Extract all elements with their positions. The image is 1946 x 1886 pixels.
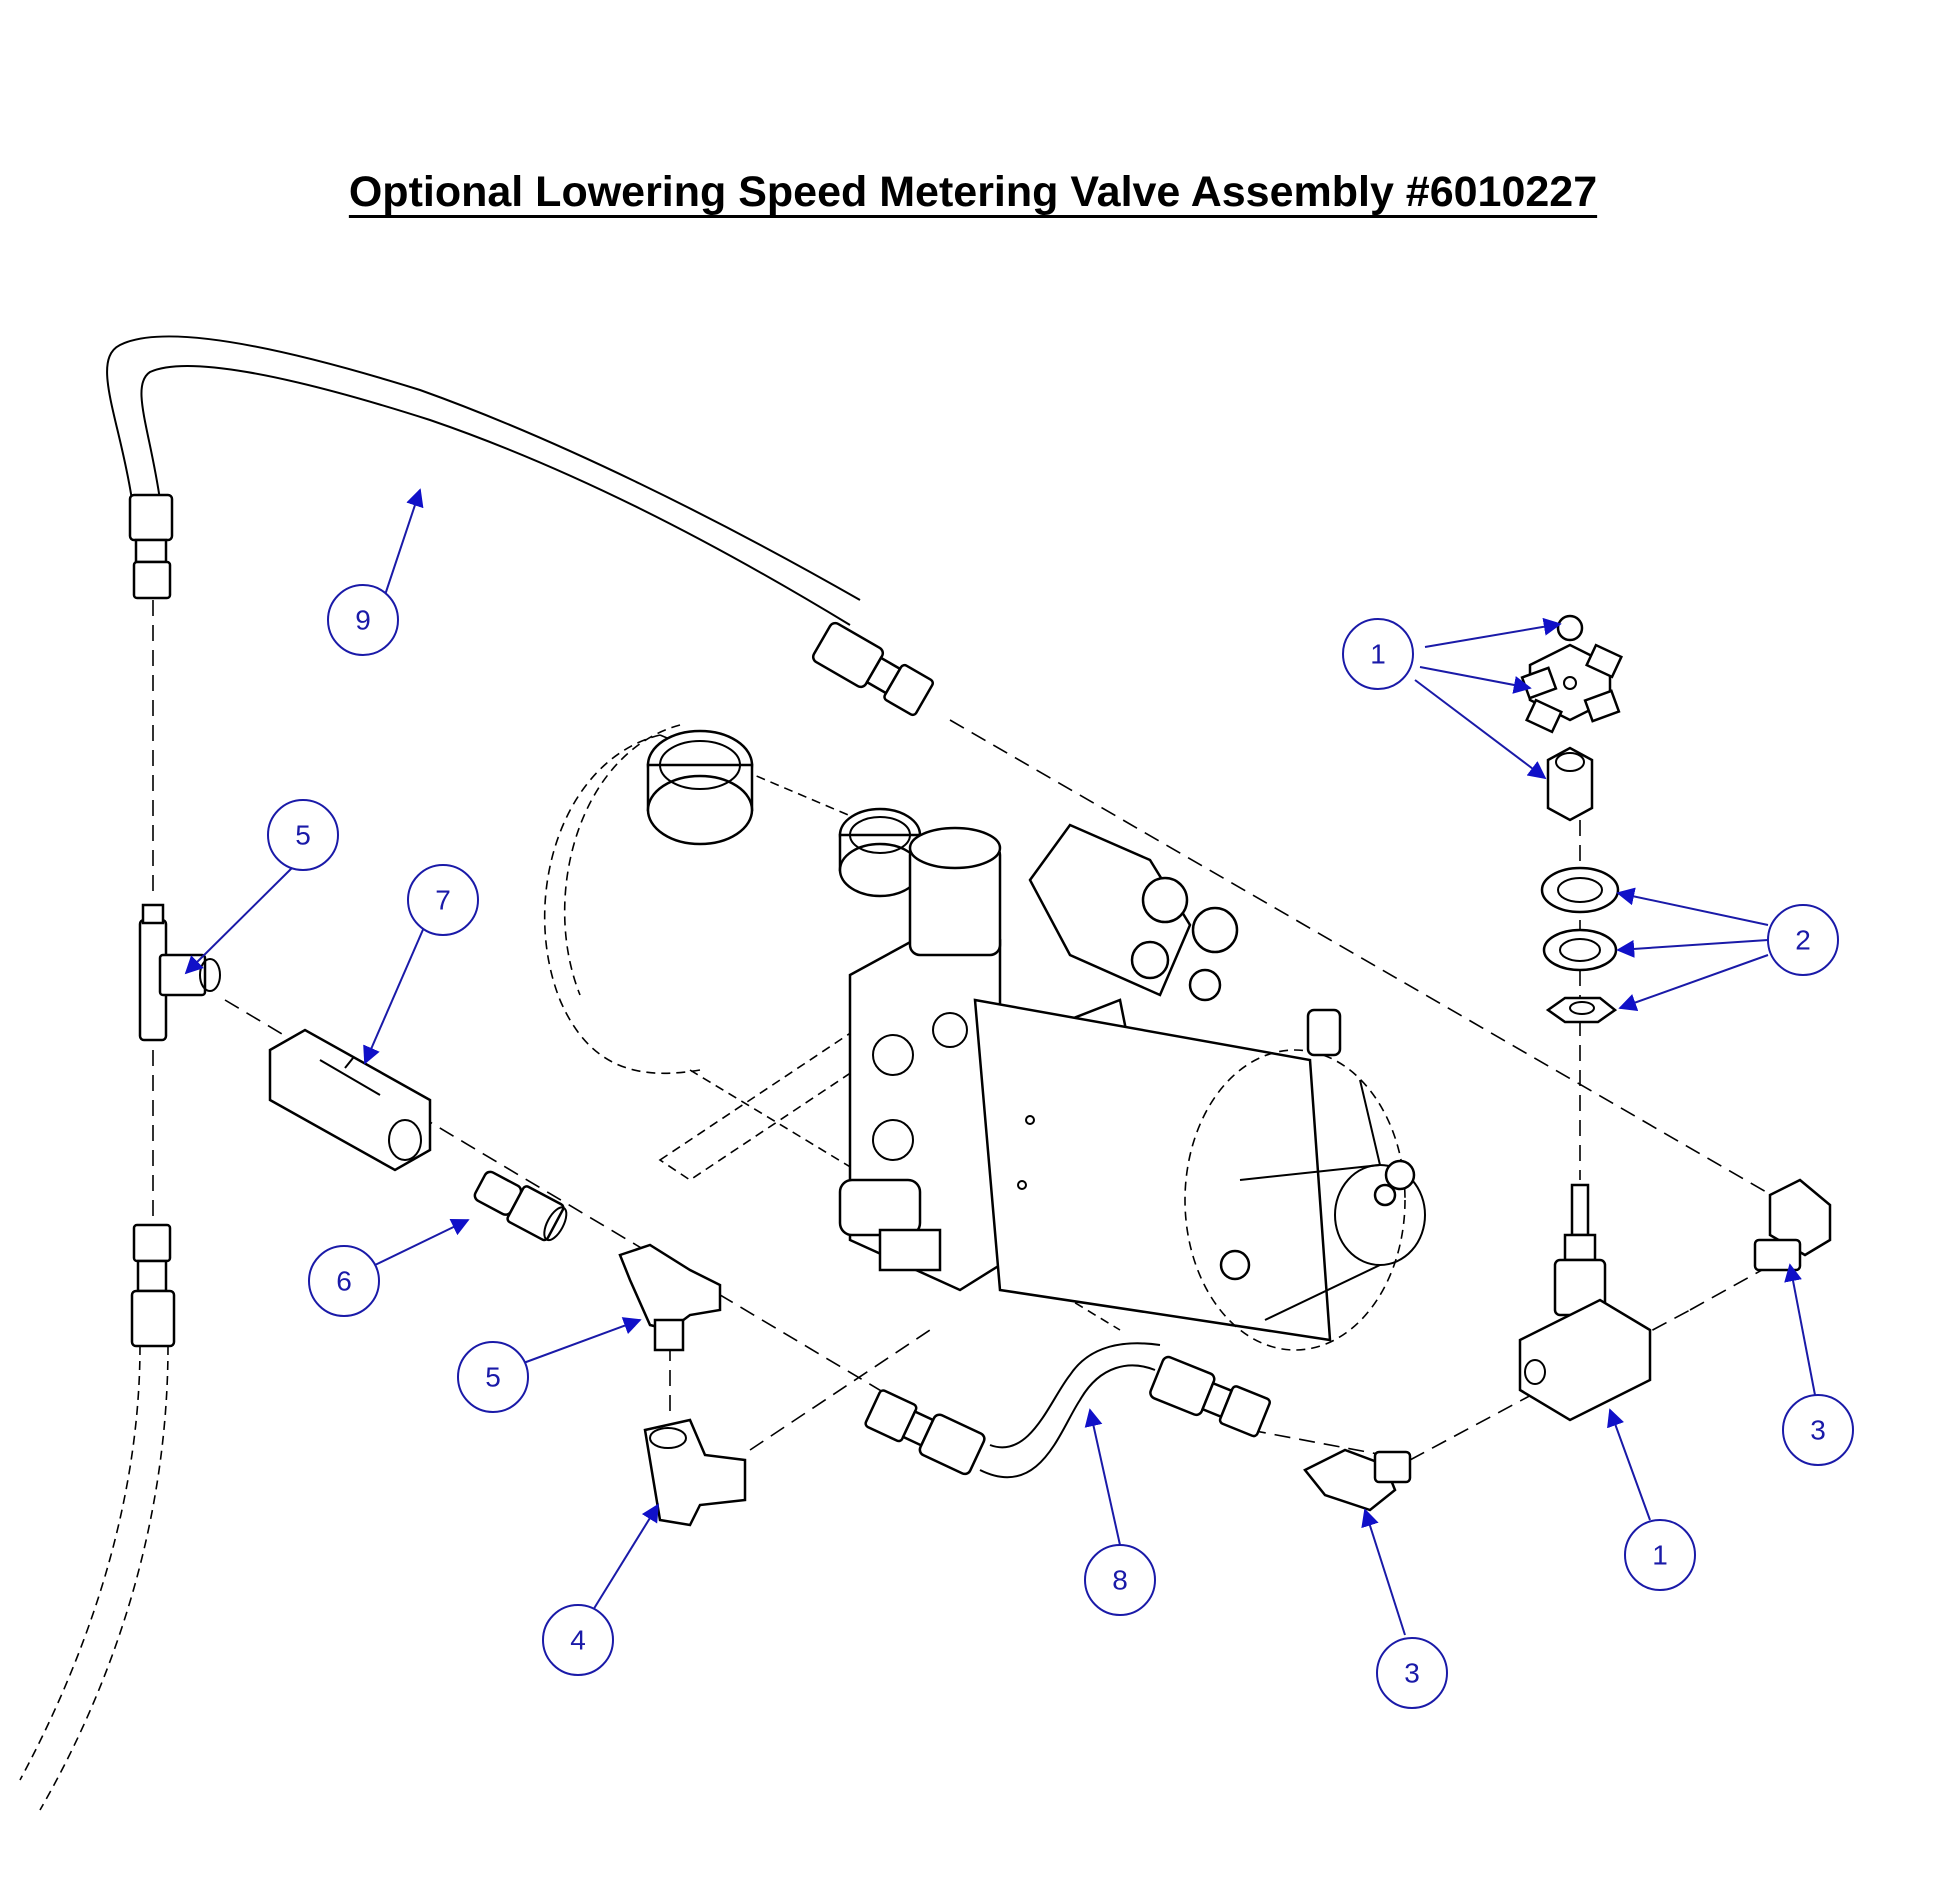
check-valve-item-7 bbox=[268, 1028, 432, 1172]
callout-leaders bbox=[184, 488, 1816, 1636]
diagram-title: Optional Lowering Speed Metering Valve A… bbox=[348, 168, 1598, 216]
svg-text:6: 6 bbox=[336, 1266, 352, 1297]
metering-knob-item-1 bbox=[1520, 614, 1623, 822]
washer-set-item-2 bbox=[1540, 866, 1620, 1024]
lower-left-hose bbox=[19, 1223, 176, 1811]
elbow-item-3-right bbox=[1753, 1178, 1832, 1272]
power-unit bbox=[543, 724, 1426, 1351]
tee-item-5-lower bbox=[618, 1243, 722, 1352]
callout-5-lower: 5 bbox=[457, 1341, 529, 1413]
callout-3-lower: 3 bbox=[1376, 1637, 1448, 1709]
callout-8: 8 bbox=[1084, 1544, 1156, 1616]
metering-valve-item-1 bbox=[1518, 1183, 1652, 1422]
svg-text:8: 8 bbox=[1112, 1565, 1128, 1596]
svg-text:1: 1 bbox=[1652, 1540, 1668, 1571]
svg-text:1: 1 bbox=[1370, 639, 1386, 670]
callout-6: 6 bbox=[308, 1245, 380, 1317]
callout-1-bottom: 1 bbox=[1624, 1519, 1696, 1591]
callout-1-top: 1 bbox=[1342, 618, 1414, 690]
callout-3-right: 3 bbox=[1782, 1394, 1854, 1466]
adapter-item-6 bbox=[473, 1170, 568, 1242]
svg-text:7: 7 bbox=[435, 885, 451, 916]
callout-5-upper: 5 bbox=[267, 799, 339, 871]
svg-text:4: 4 bbox=[570, 1625, 586, 1656]
tee-item-5-upper bbox=[138, 903, 221, 1042]
elbow-item-3-lower bbox=[1303, 1448, 1412, 1512]
svg-text:2: 2 bbox=[1795, 925, 1811, 956]
svg-text:3: 3 bbox=[1404, 1658, 1420, 1689]
swivel-elbow-item-4 bbox=[643, 1418, 747, 1527]
callout-4: 4 bbox=[542, 1604, 614, 1676]
svg-text:5: 5 bbox=[485, 1362, 501, 1393]
hose-item-9 bbox=[106, 335, 934, 717]
svg-text:5: 5 bbox=[295, 820, 311, 851]
short-hose-item-8 bbox=[864, 1342, 1271, 1479]
svg-text:3: 3 bbox=[1810, 1415, 1826, 1446]
callout-2: 2 bbox=[1767, 904, 1839, 976]
callout-9: 9 bbox=[327, 584, 399, 656]
callout-7: 7 bbox=[407, 864, 479, 936]
svg-text:9: 9 bbox=[355, 605, 371, 636]
